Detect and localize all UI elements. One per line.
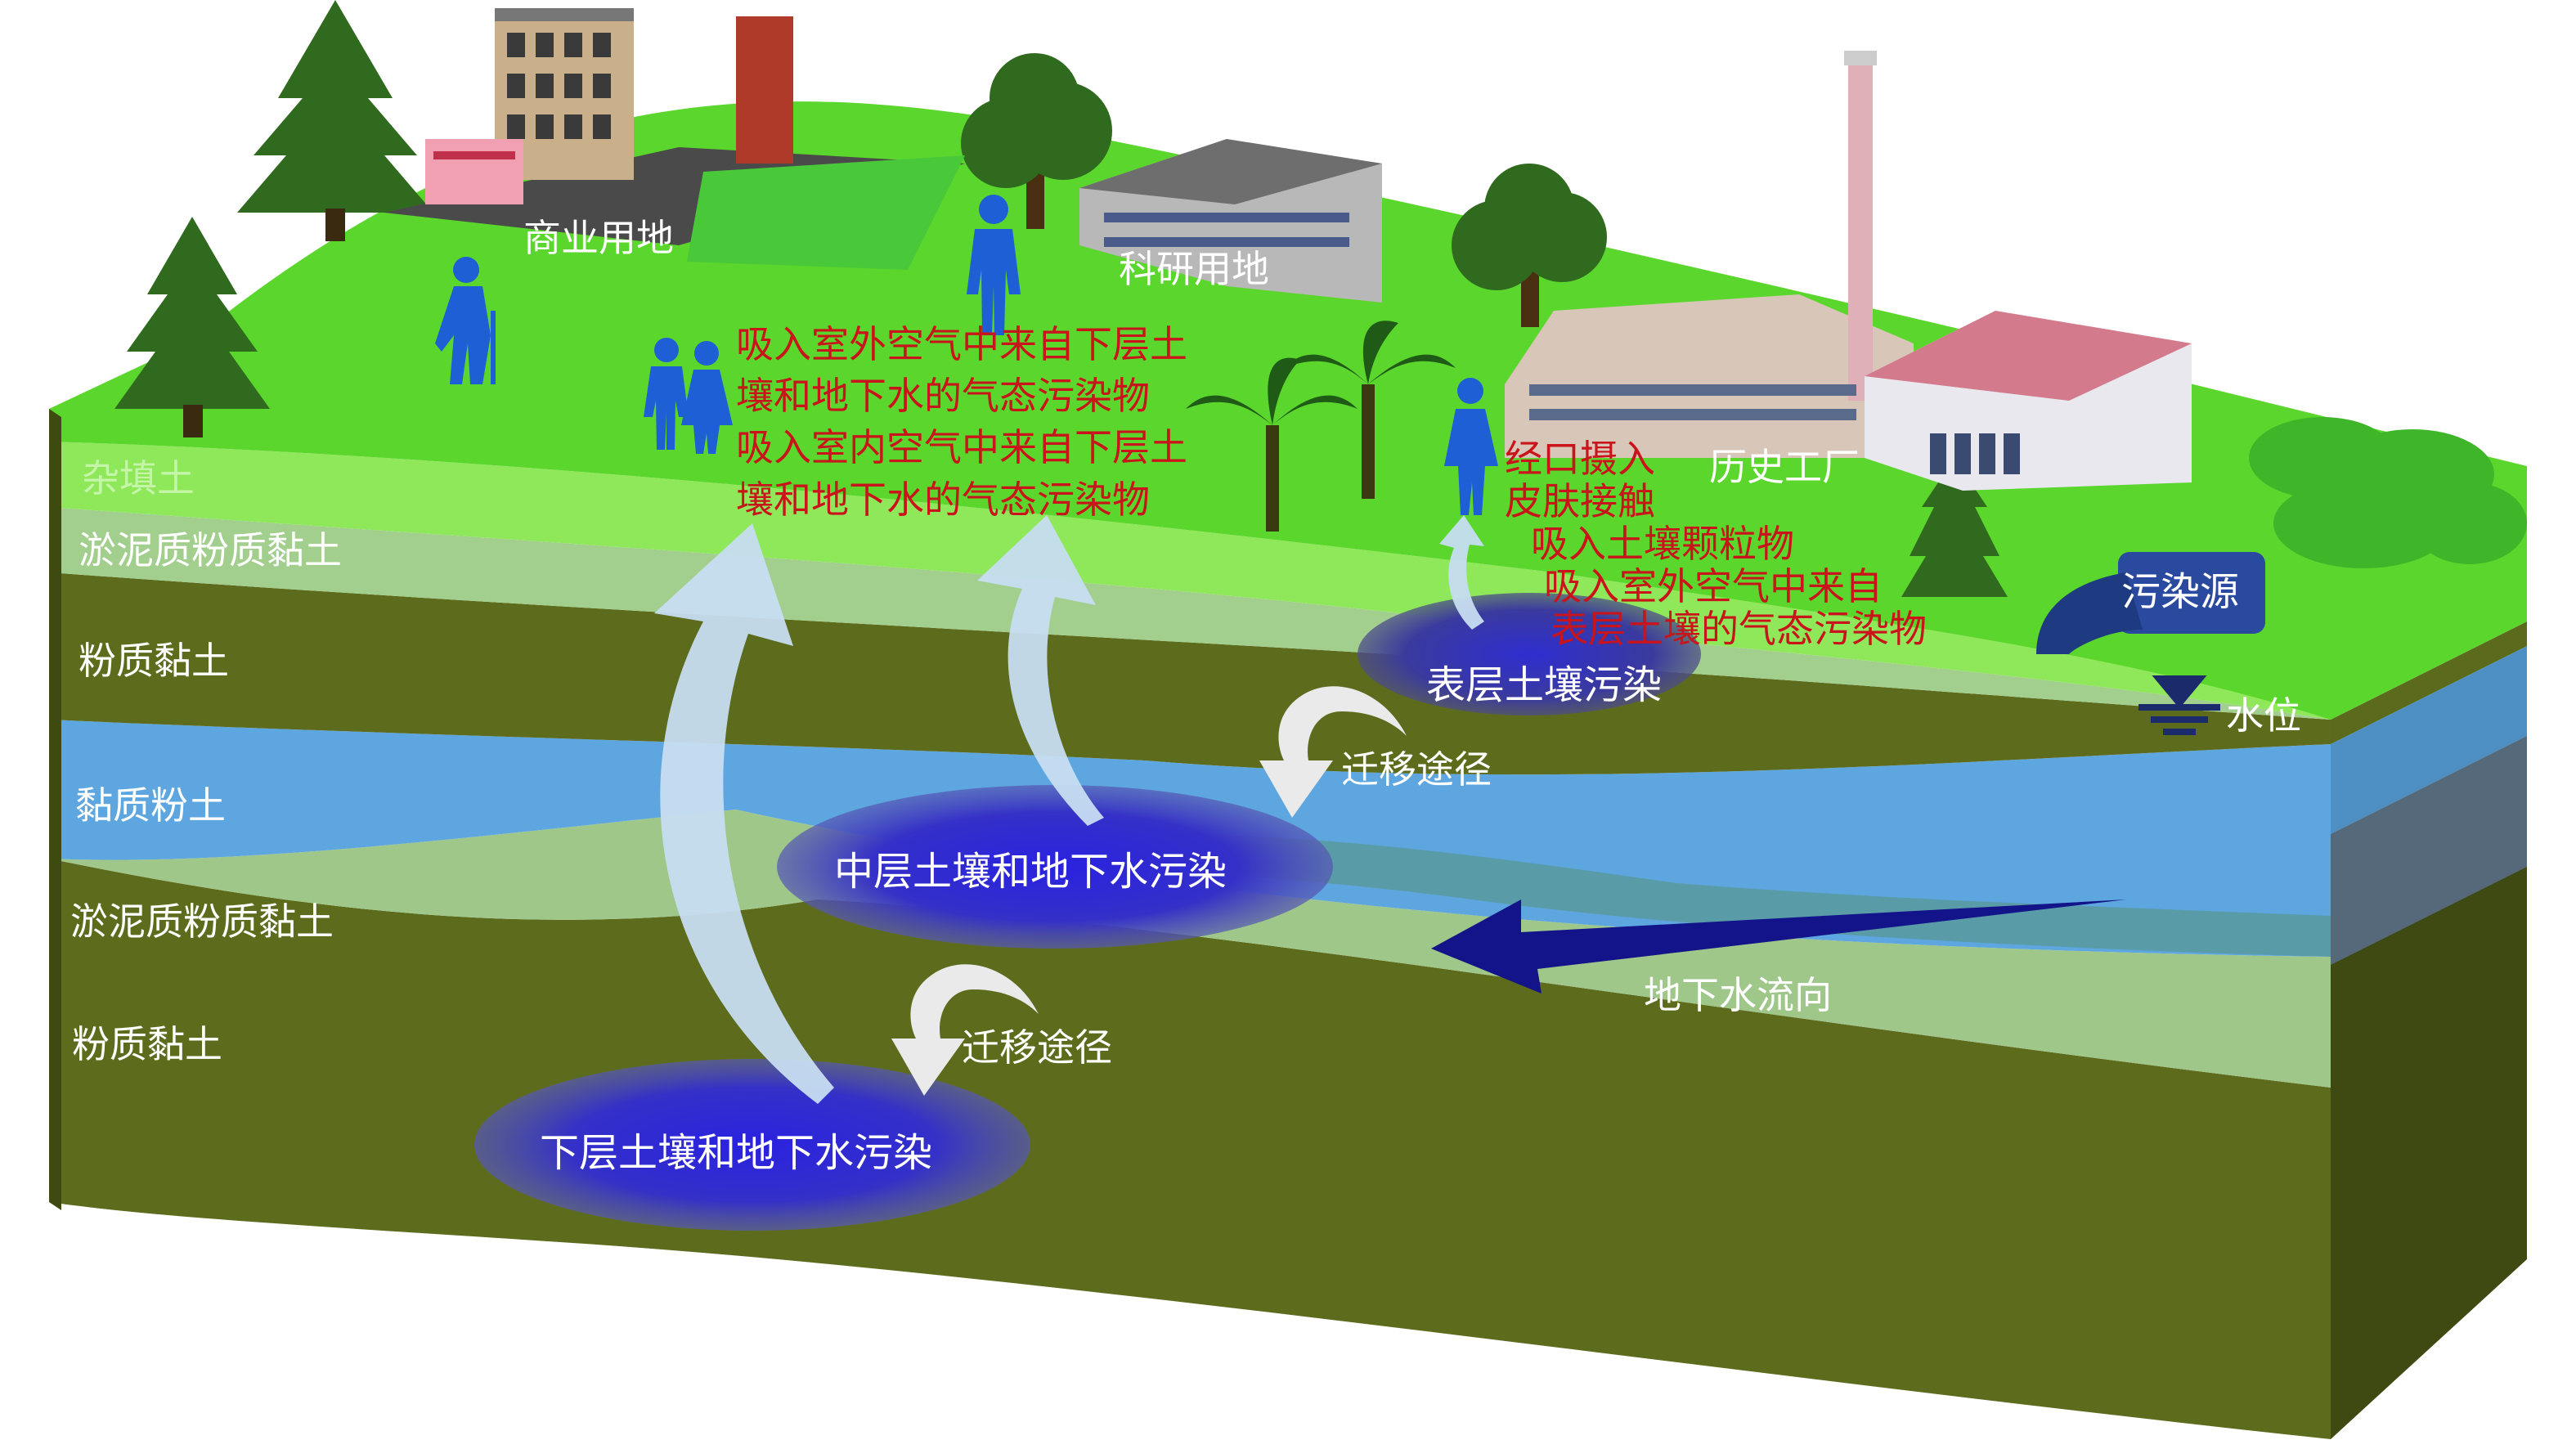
layer-silty-clay-upper [49,507,2331,720]
exposure-indoor-line2: 壤和地下水的气态污染物 [736,478,1150,522]
commercial-land-label: 商业用地 [523,216,674,260]
person-icon [967,195,1021,335]
groundwater-flow-label: 地下水流向 [1644,973,1832,1017]
commercial-building-icon [384,8,965,270]
layer-clay-upper [49,572,2331,775]
surface-contamination-label: 表层土壤污染 [1426,662,1663,708]
pine-tree-icon [1901,458,2008,597]
middle-contamination-label: 中层土壤和地下水污染 [834,849,1227,895]
exposure-particles: 吸入土壤颗粒物 [1531,522,1794,566]
lower-contamination-label: 下层土壤和地下水污染 [540,1130,933,1176]
migration-label-upper: 迁移途径 [1341,747,1492,792]
lower-contamination-plume [474,1059,1030,1231]
exposure-outdoor-line1: 吸入室外空气中来自下层土 [736,322,1187,366]
groundwater-flow-arrow [1431,899,2126,994]
pine-tree-icon [237,0,433,241]
ground-surface [49,101,2527,720]
factory-label: 历史工厂 [1709,445,1860,489]
research-building-icon [1079,139,1382,303]
research-land-label: 科研用地 [1119,247,1269,291]
person-icon [681,341,733,454]
migration-arrow-lower [891,964,1039,1096]
layer-label-clay-lower: 粉质黏土 [72,1022,222,1066]
layer-label-silty-clay-lower: 淤泥质粉质黏土 [70,899,334,944]
layer-fill-soil [49,442,2331,720]
person-icon [435,257,496,384]
upward-arrow-surface [1439,515,1484,630]
upward-arrow-middle [977,515,1104,826]
layer-clay-lower [49,859,2331,1439]
water-level-label: 水位 [2226,693,2301,738]
bush-icon [2249,417,2527,568]
middle-contamination-plume [777,785,1333,949]
exposure-oral: 经口摄入 [1505,437,1655,481]
person-icon [1444,378,1498,515]
layer-label-clay-upper: 粉质黏土 [79,639,229,683]
pollution-source-pipe-icon [2036,552,2265,654]
exposure-surface-air-line1: 吸入室外空气中来自 [1544,564,1883,608]
palm-tree-icon [1186,357,1358,532]
layer-label-silty-clay-upper: 淤泥质粉质黏土 [79,528,342,572]
layer-label-fill: 杂填土 [82,456,195,500]
exposure-indoor-line1: 吸入室内空气中来自下层土 [736,425,1187,469]
person-icon [644,338,689,450]
water-level-icon [2138,675,2220,735]
layer-label-silt: 黏质粉土 [75,783,226,828]
block-side-wall [2331,621,2527,1439]
pine-tree-icon [114,217,270,437]
round-tree-icon [961,53,1112,229]
exposure-surface-air-line2: 表层土壤的气态污染物 [1551,607,1927,651]
exposure-skin: 皮肤接触 [1505,479,1655,523]
factory-building-icon [1505,51,2192,491]
exposure-outdoor-line2: 壤和地下水的气态污染物 [736,374,1150,418]
migration-arrow-upper [1259,686,1407,818]
layer-silty-clay-lower [49,810,2331,1088]
round-tree-icon [1452,164,1607,327]
block-front-edge [49,409,61,1210]
surface-contamination-plume [1358,593,1701,716]
palm-tree-icon [1284,321,1456,499]
pollution-source-label: 污染源 [2121,569,2240,615]
migration-label-lower: 迁移途径 [962,1025,1112,1070]
upward-arrow-lower [654,523,834,1104]
